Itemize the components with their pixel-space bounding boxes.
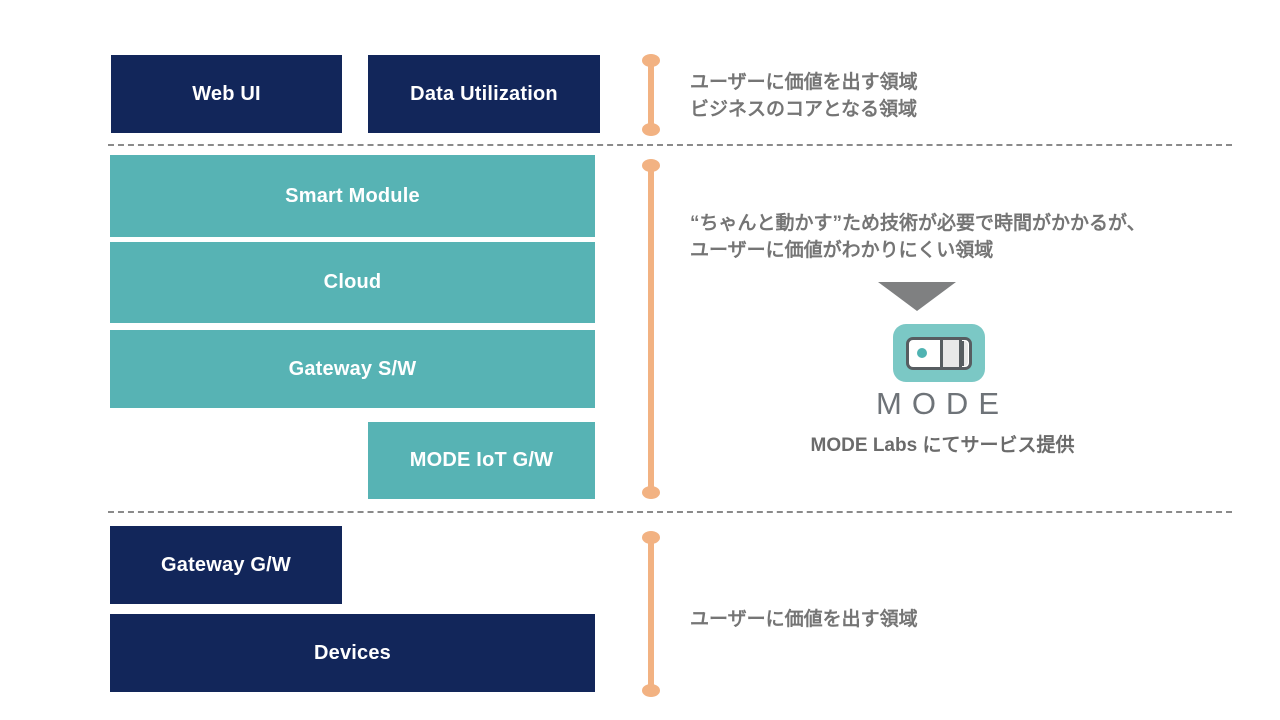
- mode-device-cap: [962, 340, 968, 366]
- note-middle-line-1: “ちゃんと動かす”ため技術が必要で時間がかかるが、: [690, 213, 1146, 234]
- mode-device-dot: [917, 348, 927, 358]
- box-data-utilization: Data Utilization: [368, 55, 600, 133]
- bracket-line-top: [642, 54, 660, 136]
- note-middle-section: “ちゃんと動かす”ため技術が必要で時間がかかるが、 ユーザーに価値がわかりにくい…: [690, 210, 1146, 264]
- bracket-line-bottom: [642, 531, 660, 697]
- note-top-line-2: ビジネスのコアとなる領域: [690, 99, 918, 120]
- mode-caption: MODE Labs にてサービス提供: [810, 435, 1075, 456]
- box-cloud: Cloud: [110, 242, 595, 323]
- note-bottom-section: ユーザーに価値を出す領域: [690, 606, 918, 633]
- mode-wordmark: MODE: [876, 386, 1009, 421]
- box-gateway-gw: Gateway G/W: [110, 526, 342, 604]
- box-gateway-sw: Gateway S/W: [110, 330, 595, 408]
- bracket-line-middle: [642, 159, 660, 499]
- box-mode-iot-gw: MODE IoT G/W: [368, 422, 595, 499]
- box-web-ui: Web UI: [111, 55, 342, 133]
- mode-device-glyph: [906, 336, 972, 370]
- box-devices: Devices: [110, 614, 595, 692]
- separator-top: [108, 144, 1232, 146]
- mode-logo-icon: [893, 324, 985, 382]
- note-bottom-line-1: ユーザーに価値を出す領域: [690, 609, 918, 630]
- arrow-down-icon: [878, 282, 956, 311]
- note-top-line-1: ユーザーに価値を出す領域: [690, 72, 918, 93]
- separator-bottom: [108, 511, 1232, 513]
- note-middle-line-2: ユーザーに価値がわかりにくい領域: [690, 240, 994, 261]
- box-smart-module: Smart Module: [110, 155, 595, 237]
- note-top-section: ユーザーに価値を出す領域 ビジネスのコアとなる領域: [690, 69, 918, 123]
- mode-device-panel: [940, 339, 962, 367]
